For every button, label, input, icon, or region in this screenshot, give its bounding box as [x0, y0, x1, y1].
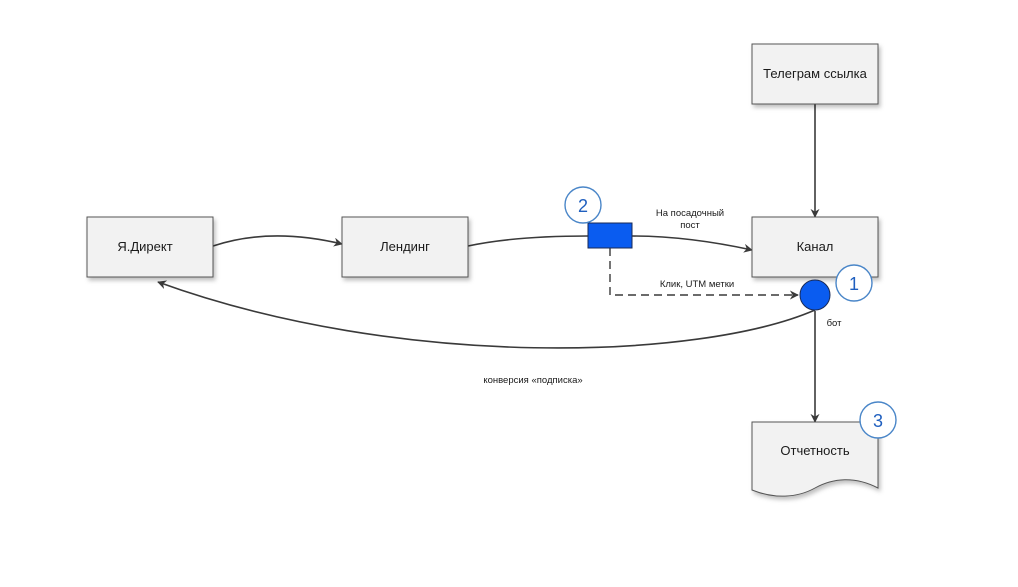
label-to-post-line2: пост — [680, 220, 700, 231]
label-conversion: конверсия «подписка» — [483, 375, 582, 386]
node-report-label: Отчетность — [780, 443, 849, 458]
node-landing-label: Лендинг — [380, 239, 430, 254]
edge-junction-to-channel — [631, 235, 753, 253]
node-telegram-link-label: Телеграм ссылка — [763, 66, 867, 81]
bot-marker — [799, 279, 831, 311]
badge-2: 2 — [564, 186, 602, 224]
edge-click-utm-dashed — [609, 248, 799, 300]
badge-1-number: 1 — [849, 274, 859, 294]
edge-landing-to-junction — [467, 235, 589, 247]
badge-3: 3 — [859, 401, 897, 439]
node-report-document: Отчетность — [751, 421, 879, 497]
label-bot: бот — [827, 318, 843, 329]
badge-1: 1 — [835, 264, 873, 302]
node-channel-label: Канал — [797, 239, 834, 254]
node-landing: Лендинг — [341, 216, 469, 278]
landing-post-marker — [587, 222, 633, 249]
edge-conversion-subscription — [157, 280, 816, 349]
node-telegram-link: Телеграм ссылка — [751, 43, 879, 105]
label-to-post-line1: На посадочный — [656, 208, 724, 219]
node-yandex-direct: Я.Директ — [86, 216, 214, 278]
edge-direct-to-landing — [212, 235, 343, 247]
badge-2-number: 2 — [578, 196, 588, 216]
badge-3-number: 3 — [873, 411, 883, 431]
node-yandex-direct-label: Я.Директ — [117, 239, 172, 254]
label-click-utm: Клик, UTM метки — [660, 279, 734, 290]
